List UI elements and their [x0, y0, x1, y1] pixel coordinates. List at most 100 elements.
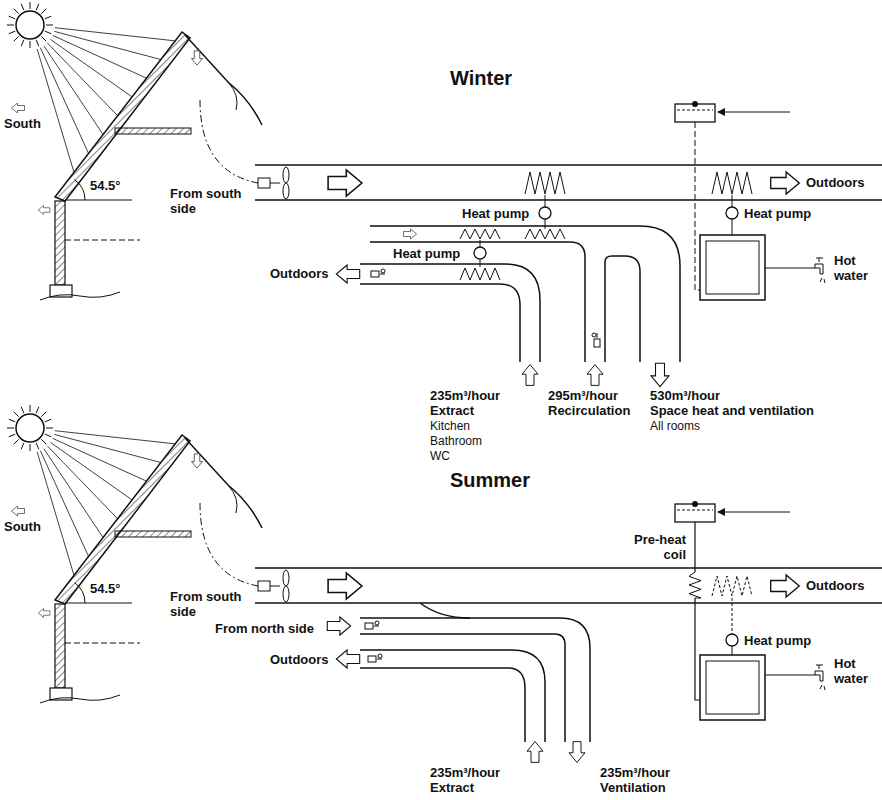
sun-ray — [46, 428, 53, 429]
drawing-part — [327, 617, 350, 635]
drawing-part — [328, 170, 362, 196]
drawing-part — [732, 598, 733, 634]
sun-ray — [45, 419, 51, 422]
pre-heat-coil — [689, 572, 701, 598]
label: Space heat and ventilation — [650, 403, 814, 418]
drawing-part — [677, 510, 713, 511]
drawing-part — [815, 258, 823, 274]
drawing-part — [771, 575, 800, 597]
drawing-part — [360, 618, 590, 742]
sun-ray — [21, 40, 24, 46]
label: Heat pump — [462, 206, 529, 221]
drawing-part — [328, 573, 362, 599]
coil-zigzag — [525, 172, 565, 194]
drawing-part — [726, 634, 738, 646]
sun-rays — [7, 405, 176, 575]
sun-ray — [50, 442, 131, 499]
sun-ray — [37, 452, 74, 575]
sun-ray — [7, 428, 14, 429]
drawing-part — [545, 219, 546, 229]
label: Kitchen — [430, 419, 470, 434]
drawing-part — [12, 414, 263, 703]
drawing-part — [569, 742, 585, 763]
drawing-part — [732, 195, 733, 207]
drawing-part — [820, 685, 825, 690]
drawing-part — [360, 634, 565, 742]
sun-ray — [45, 434, 51, 437]
drawing-part — [255, 199, 882, 201]
drawing-part — [718, 512, 790, 513]
drawing-part — [522, 365, 538, 386]
drawing-part — [480, 240, 481, 247]
sun-ray — [54, 31, 161, 59]
sun-ray — [30, 41, 31, 48]
sun-ray — [36, 40, 39, 46]
sun-ray — [40, 48, 88, 153]
sun-rays — [7, 2, 176, 172]
sun-ray — [50, 39, 131, 96]
drawing-part — [283, 183, 289, 199]
coil-zigzag — [525, 229, 565, 239]
label: Outdoors — [270, 652, 329, 667]
label: South — [4, 116, 41, 131]
sun-ray — [14, 412, 19, 417]
label: Outdoors — [270, 266, 329, 281]
sun-ray — [41, 412, 46, 417]
drawing-part — [420, 603, 470, 618]
drawing-part — [700, 235, 765, 300]
drawing-part — [404, 229, 417, 239]
sun-ray — [36, 407, 39, 413]
drawing-part — [587, 365, 603, 386]
label: Hot water — [834, 253, 878, 283]
sun-ray — [36, 443, 39, 449]
drawing-part — [474, 247, 486, 259]
sun-ray — [53, 35, 147, 78]
label: Hot water — [834, 656, 878, 686]
drawing-part — [255, 567, 882, 569]
label: Bathroom — [430, 434, 482, 449]
label: From south side — [170, 186, 250, 216]
coil-zigzag — [712, 172, 752, 194]
drawing-part — [771, 172, 800, 194]
drawing-part — [371, 269, 385, 277]
drawing-part — [718, 112, 790, 113]
label: All rooms — [650, 419, 700, 434]
drawing-part — [677, 110, 713, 111]
label: Heat pump — [744, 633, 811, 648]
drawing-part — [527, 742, 543, 763]
drawing-part — [692, 101, 698, 107]
label: Recirculation — [548, 403, 630, 418]
label: 295m³/hour — [548, 388, 618, 403]
sun-ray — [54, 434, 161, 462]
drawing-part — [539, 207, 551, 219]
sun-ray — [41, 36, 46, 41]
drawing-part — [815, 665, 823, 681]
label: Outdoors — [806, 175, 865, 190]
sun-ray — [9, 31, 15, 34]
drawing-part — [336, 265, 359, 283]
drawing-part — [365, 621, 379, 629]
label: Extract — [430, 403, 474, 418]
drawing-part — [12, 11, 263, 300]
drawing-part — [283, 586, 289, 602]
drawing-part — [480, 259, 481, 267]
drawing-part — [360, 264, 540, 362]
label: Heat pump — [393, 246, 460, 261]
drawing-part — [651, 363, 669, 386]
coil-zigzag — [460, 229, 500, 239]
drawing-part — [700, 655, 765, 720]
drawing-part — [732, 219, 733, 235]
sun-ray — [37, 49, 74, 172]
sun-ray — [36, 4, 39, 10]
sun-ray — [41, 9, 46, 14]
sun-ray — [55, 28, 176, 41]
drawing-part — [258, 581, 270, 591]
drawing-part — [592, 333, 600, 347]
label: From south side — [170, 589, 250, 619]
label: 530m³/hour — [650, 388, 720, 403]
season-title: Summer — [450, 468, 530, 492]
drawing-part — [732, 646, 733, 655]
sun-ray — [21, 407, 24, 413]
drawing-part — [360, 650, 545, 742]
